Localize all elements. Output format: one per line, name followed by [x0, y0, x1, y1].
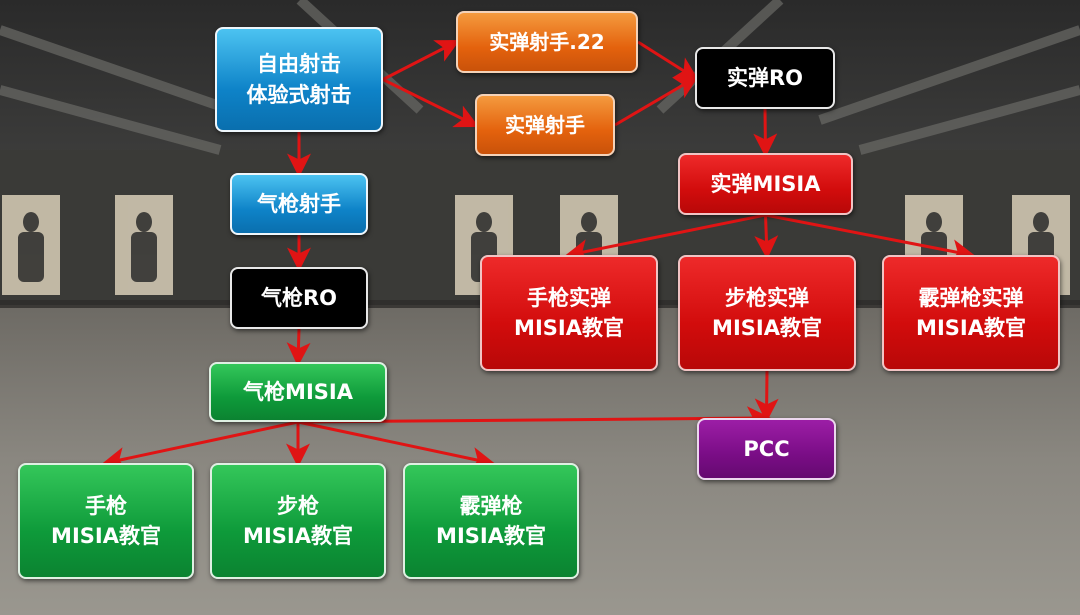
node-air-rifle-instructor[interactable]: 步枪 MISIA教官: [210, 463, 386, 579]
node-air-shotgun-instructor[interactable]: 霰弹枪 MISIA教官: [403, 463, 579, 579]
node-free-shooting-line-2: 体验式射击: [246, 82, 352, 107]
arrow-air_ro-to-air_misia: [286, 328, 311, 367]
node-free-shooting-line-1: 自由射击: [257, 52, 341, 77]
arrow-air_misia-to-air_shotgun_instructor: [297, 420, 496, 471]
node-live-shooter[interactable]: 实弹射手: [475, 94, 615, 156]
node-live-pistol-instructor[interactable]: 手枪实弹 MISIA教官: [480, 255, 658, 371]
arrow-free_shooting-to-live_shooter_22: [382, 39, 461, 81]
arrow-air_misia-to-air_pistol_instructor: [101, 420, 299, 471]
node-live-shotgun-instructor[interactable]: 霰弹枪实弹 MISIA教官: [882, 255, 1060, 371]
node-air-misia[interactable]: 气枪MISIA: [209, 362, 387, 422]
node-pcc-label: PCC: [743, 436, 790, 461]
node-live-shotgun-line-2: MISIA教官: [916, 316, 1026, 340]
node-air-ro[interactable]: 气枪RO: [230, 267, 368, 329]
node-air-shotgun-line-1: 霰弹枪: [459, 493, 523, 518]
node-air-misia-label: 气枪MISIA: [243, 379, 353, 404]
node-live-rifle-instructor[interactable]: 步枪实弹 MISIA教官: [678, 255, 856, 371]
node-air-shooter-label: 气枪射手: [257, 191, 341, 216]
node-live-misia[interactable]: 实弹MISIA: [678, 153, 853, 215]
node-air-pistol-line-2: MISIA教官: [51, 524, 161, 548]
arrow-live_misia-to-live_pistol_instructor: [564, 213, 766, 263]
arrow-live_misia-to-live_shotgun_instructor: [765, 213, 976, 264]
arrow-free_shooting-to-live_shooter: [382, 78, 480, 128]
arrow-live_shooter_22-to-live_ro: [637, 40, 699, 81]
node-air-pistol-instructor[interactable]: 手枪 MISIA教官: [18, 463, 194, 579]
node-air-pistol-line-1: 手枪: [85, 493, 127, 518]
arrow-live_shooter-to-live_ro: [614, 75, 699, 127]
node-free-shooting[interactable]: 自由射击 体验式射击: [215, 27, 383, 132]
node-live-shooter-22[interactable]: 实弹射手.22: [456, 11, 638, 73]
node-live-pistol-line-1: 手枪实弹: [527, 285, 611, 310]
node-pcc[interactable]: PCC: [697, 418, 836, 480]
node-live-ro[interactable]: 实弹RO: [695, 47, 835, 109]
arrow-live_misia-to-live_rifle_instructor: [754, 214, 779, 260]
arrow-live_rifle_instructor-to-pcc: [754, 370, 779, 423]
node-air-shooter[interactable]: 气枪射手: [230, 173, 368, 235]
node-live-shooter-label: 实弹射手: [505, 112, 585, 137]
node-air-shotgun-line-2: MISIA教官: [436, 524, 546, 548]
node-live-shooter-22-label: 实弹射手.22: [489, 29, 605, 54]
node-live-rifle-line-1: 步枪实弹: [725, 285, 809, 310]
node-live-rifle-line-2: MISIA教官: [712, 316, 822, 340]
node-live-pistol-line-2: MISIA教官: [514, 316, 624, 340]
arrow-live_ro-to-live_misia: [753, 108, 778, 158]
node-air-rifle-line-1: 步枪: [277, 493, 319, 518]
node-air-rifle-line-2: MISIA教官: [243, 524, 353, 548]
node-live-misia-label: 实弹MISIA: [710, 171, 821, 196]
node-live-shotgun-line-1: 霰弹枪实弹: [918, 285, 1024, 310]
node-air-ro-label: 气枪RO: [260, 285, 338, 310]
node-live-ro-label: 实弹RO: [726, 65, 804, 90]
